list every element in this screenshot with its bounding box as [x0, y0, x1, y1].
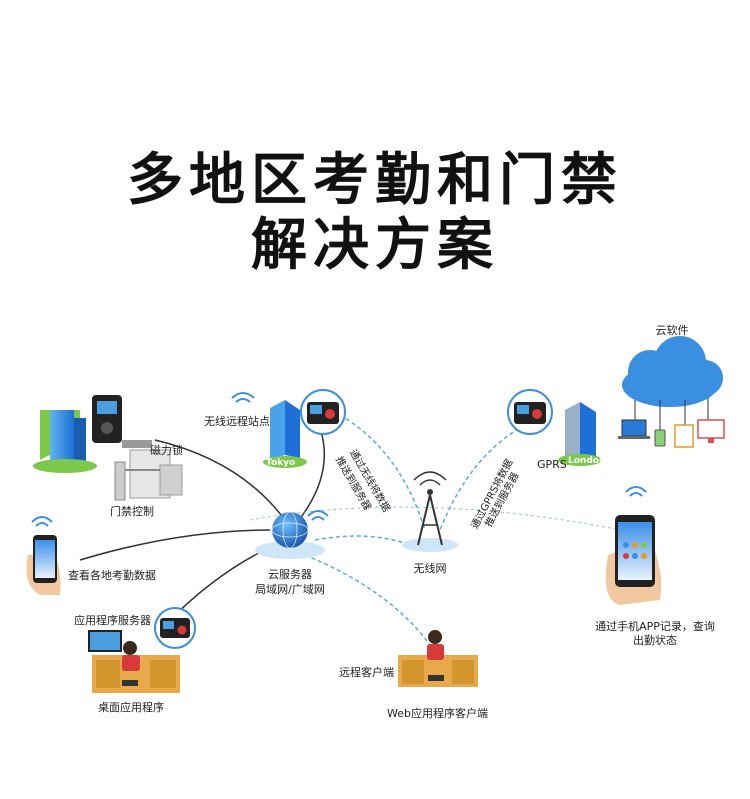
- label-app-record-line2: 出勤状态: [633, 634, 677, 647]
- label-wireless-net: 无线网: [413, 562, 447, 575]
- line-terminal-wireless: [339, 414, 426, 531]
- label-magnetic-lock: 磁力锁: [150, 444, 183, 457]
- magnetic-lock-icon: [122, 440, 152, 448]
- label-app-server: 应用程序服务器: [74, 614, 151, 627]
- label-app-record-line1: 通过手机APP记录，查询: [595, 620, 715, 633]
- label-london: London: [568, 456, 606, 466]
- label-gprs: GPRS: [537, 458, 567, 471]
- london-building-icon: [558, 402, 602, 466]
- label-tokyo: Tokyo: [266, 458, 296, 468]
- label-desktop-app: 桌面应用程序: [98, 701, 164, 714]
- line-phone-cloudserver: [79, 529, 271, 561]
- line-gprs-wireless: [439, 424, 526, 531]
- label-access-control: 门禁控制: [110, 505, 154, 518]
- wireless-tower-icon: [402, 471, 458, 552]
- app-server-terminal-icon: [154, 607, 196, 649]
- wifi-icon: [31, 392, 647, 527]
- cloud-software-icon: [618, 336, 725, 448]
- line-cloudserver-wireless: [314, 535, 411, 546]
- remote-client-desk-icon: [398, 630, 478, 687]
- label-cloud-server: 云服务器: [268, 568, 312, 581]
- fingerprint-terminal-icon: [92, 395, 122, 443]
- page-title-line1: 多地区考勤和门禁: [127, 148, 623, 213]
- phone-right-icon: [605, 515, 662, 605]
- terminal-circle-gprs: [507, 389, 553, 435]
- line-accesscontrol-cloudserver: [154, 439, 286, 521]
- label-view-attendance: 查看各地考勤数据: [68, 569, 156, 582]
- line-cloudserver-webclient: [304, 554, 431, 646]
- tokyo-building-icon: [263, 400, 307, 468]
- cloud-server-icon: [255, 511, 325, 559]
- app-server-desk-icon: [88, 630, 180, 693]
- label-remote-client: 远程客户端: [339, 666, 394, 679]
- turnstile-gate-icon: [114, 449, 183, 501]
- terminal-circle-top: [300, 389, 346, 435]
- label-wireless-remote-site: 无线远程站点: [204, 415, 270, 428]
- line-phone-app-left: [249, 506, 621, 531]
- phone-left-icon: [26, 535, 61, 595]
- office-building-icon: [33, 410, 97, 473]
- label-web-client: Web应用程序客户端: [387, 707, 488, 720]
- page-title-line2: 解决方案: [251, 213, 499, 278]
- label-cloud-software: 云软件: [655, 324, 689, 337]
- label-lan-wan: 局域网/广域网: [255, 583, 325, 596]
